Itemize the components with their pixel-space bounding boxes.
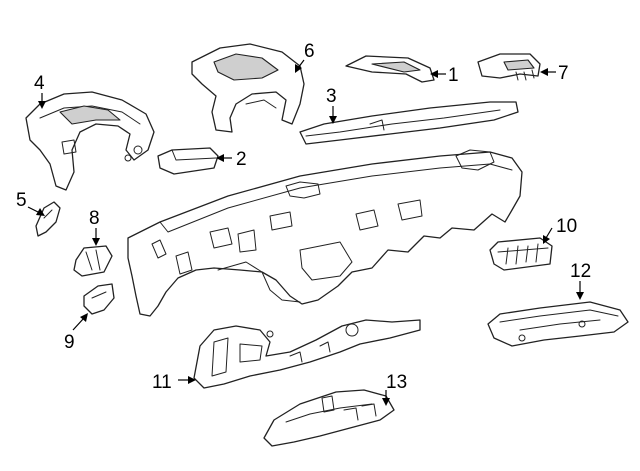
under-cover	[263, 389, 395, 447]
callout-9: 9	[64, 332, 75, 353]
defroster-trim-panel	[299, 101, 519, 145]
callout-3: 3	[326, 86, 337, 107]
speaker-grille-cover	[477, 53, 541, 81]
cluster-hood	[191, 43, 305, 133]
small-bracket	[35, 201, 61, 237]
callout-1: 1	[448, 65, 459, 86]
lower-panel	[193, 319, 421, 389]
callout-4: 4	[34, 73, 45, 94]
small-cover	[157, 147, 219, 175]
callout-11: 11	[152, 372, 172, 393]
upper-cover-right	[345, 55, 435, 83]
callout-6: 6	[304, 41, 315, 62]
callout-12: 12	[570, 261, 591, 282]
callout-leaders	[27, 59, 584, 406]
callout-7: 7	[558, 63, 569, 84]
side-vent	[73, 245, 113, 277]
glove-box-reinforcement	[487, 301, 629, 347]
callout-labels: 1 2 3 4 5 6 7 8 9 10 11 12 13	[16, 41, 591, 393]
callout-2: 2	[236, 149, 247, 170]
instrument-panel	[127, 149, 523, 317]
callout-5: 5	[16, 190, 27, 211]
callout-8: 8	[89, 208, 100, 229]
center-air-vent	[489, 237, 553, 271]
callout-13: 13	[386, 372, 407, 393]
side-bracket	[83, 283, 115, 315]
instrument-cluster-bezel	[25, 91, 155, 191]
callout-10: 10	[556, 216, 577, 237]
